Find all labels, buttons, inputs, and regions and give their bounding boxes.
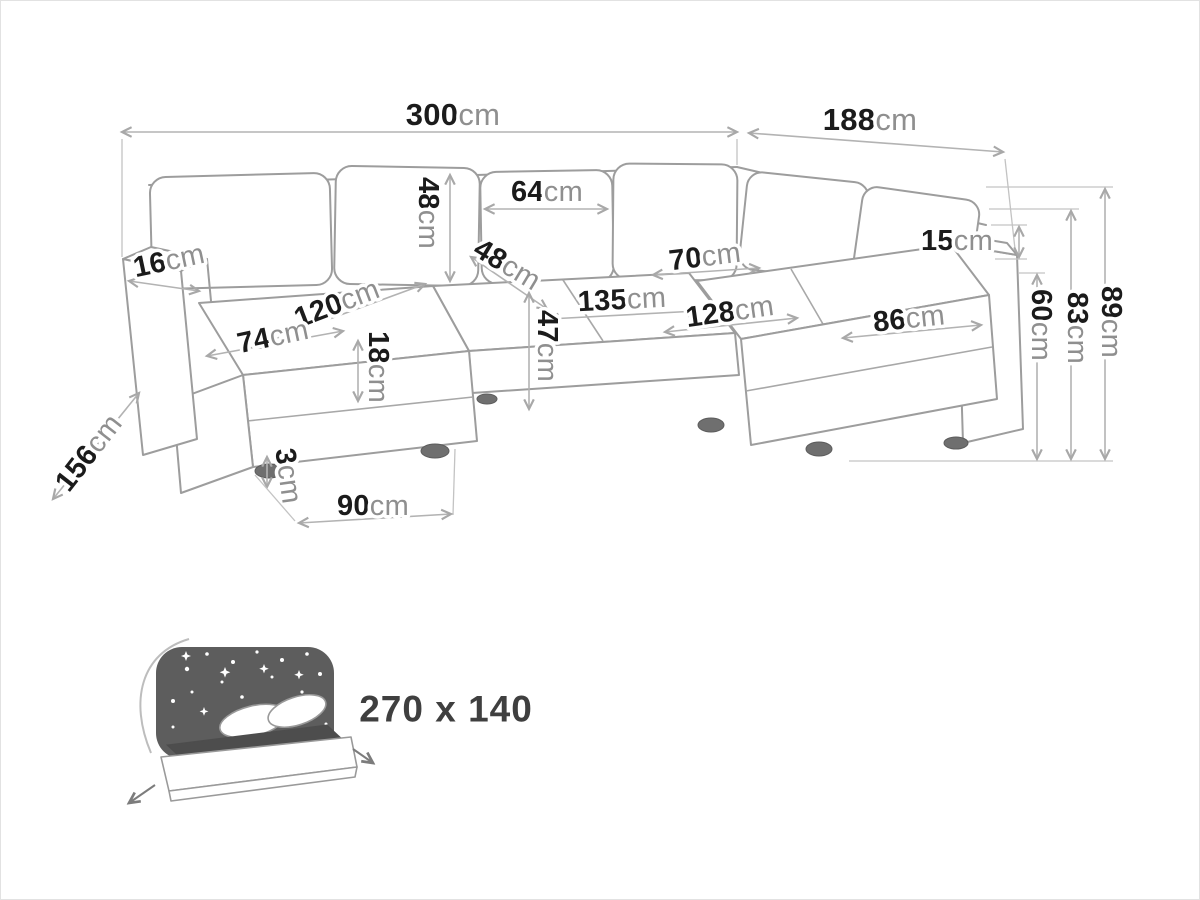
dim-leg-height: 3cm bbox=[261, 443, 311, 509]
dim-label-60cm: 60cm bbox=[1025, 289, 1057, 361]
back-cushion bbox=[333, 165, 481, 287]
dim-right-seat-width: 86cm bbox=[840, 296, 984, 343]
dim-label-86cm: 86cm bbox=[871, 299, 946, 338]
dim-label-83cm: 83cm bbox=[1061, 292, 1093, 364]
dim-line bbox=[126, 276, 202, 296]
dim-line bbox=[546, 305, 700, 325]
sofa-leg bbox=[697, 417, 725, 433]
dim-label-47cm: 47cm bbox=[531, 310, 563, 382]
dim-back-cushion-width: 64cm bbox=[482, 173, 610, 215]
dim-extension bbox=[452, 448, 456, 516]
sofa-leg bbox=[805, 441, 833, 457]
dim-total-depth: 188cm bbox=[746, 98, 1016, 250]
right-section bbox=[696, 244, 998, 446]
left-armrest bbox=[122, 246, 212, 456]
sofa-leg bbox=[420, 443, 450, 459]
dim-line bbox=[650, 262, 762, 281]
sleeping-function-icon: 270 x 140 bbox=[129, 638, 533, 803]
dim-label-48cm-back: 48cm bbox=[412, 177, 444, 249]
dim-line bbox=[840, 320, 984, 343]
dim-chaise-front-width: 90cm bbox=[254, 448, 456, 529]
dim-middle-width: 135cm bbox=[546, 278, 700, 325]
sofa-leg bbox=[943, 436, 969, 450]
dim-line bbox=[204, 326, 346, 361]
sofa-leg bbox=[476, 393, 498, 405]
bed-base-edge bbox=[168, 766, 358, 802]
dim-line bbox=[296, 508, 454, 529]
dim-chaise-base-height: 18cm bbox=[352, 327, 398, 407]
bed-pillow bbox=[267, 693, 327, 729]
dim-corner-cushion-width: 70cm bbox=[650, 233, 762, 281]
dim-label-70cm: 70cm bbox=[667, 237, 742, 278]
dim-label-156cm: 156cm bbox=[49, 408, 129, 497]
dim-label-18cm: 18cm bbox=[362, 331, 394, 403]
right-seat-seam bbox=[790, 268, 828, 332]
dim-label-15cm: 15cm bbox=[921, 225, 993, 257]
dim-label-300cm: 300cm bbox=[406, 97, 501, 132]
dim-line bbox=[746, 127, 1006, 158]
dim-seat-height: 47cm bbox=[523, 290, 567, 412]
dim-label-89cm: 89cm bbox=[1095, 286, 1127, 358]
dim-label-135cm: 135cm bbox=[577, 282, 667, 319]
dim-line bbox=[662, 313, 800, 337]
left-armrest-inner-edge bbox=[206, 258, 212, 302]
dim-right-top-height: 15cm bbox=[917, 222, 1027, 261]
dim-back-cushion-height: 48cm bbox=[409, 172, 456, 284]
dim-height-group: 60cm 83cm 89cm bbox=[849, 186, 1131, 462]
unfold-arrow-right bbox=[352, 748, 373, 763]
dim-extension bbox=[1004, 158, 1016, 250]
unfold-arrow-left bbox=[129, 784, 156, 803]
dim-label-64cm: 64cm bbox=[511, 176, 583, 208]
dim-side-depth: 156cm bbox=[46, 391, 141, 501]
right-front-seam bbox=[745, 346, 993, 392]
dim-extension bbox=[254, 474, 296, 522]
dim-total-width: 300cm bbox=[119, 93, 740, 257]
dim-label-90cm: 90cm bbox=[337, 490, 409, 522]
dim-line bbox=[51, 391, 141, 501]
night-swoosh bbox=[139, 638, 190, 754]
chaise-front-seam bbox=[246, 396, 474, 422]
dim-label-188cm: 188cm bbox=[823, 102, 918, 137]
sleeping-area-size: 270 x 140 bbox=[359, 689, 533, 730]
